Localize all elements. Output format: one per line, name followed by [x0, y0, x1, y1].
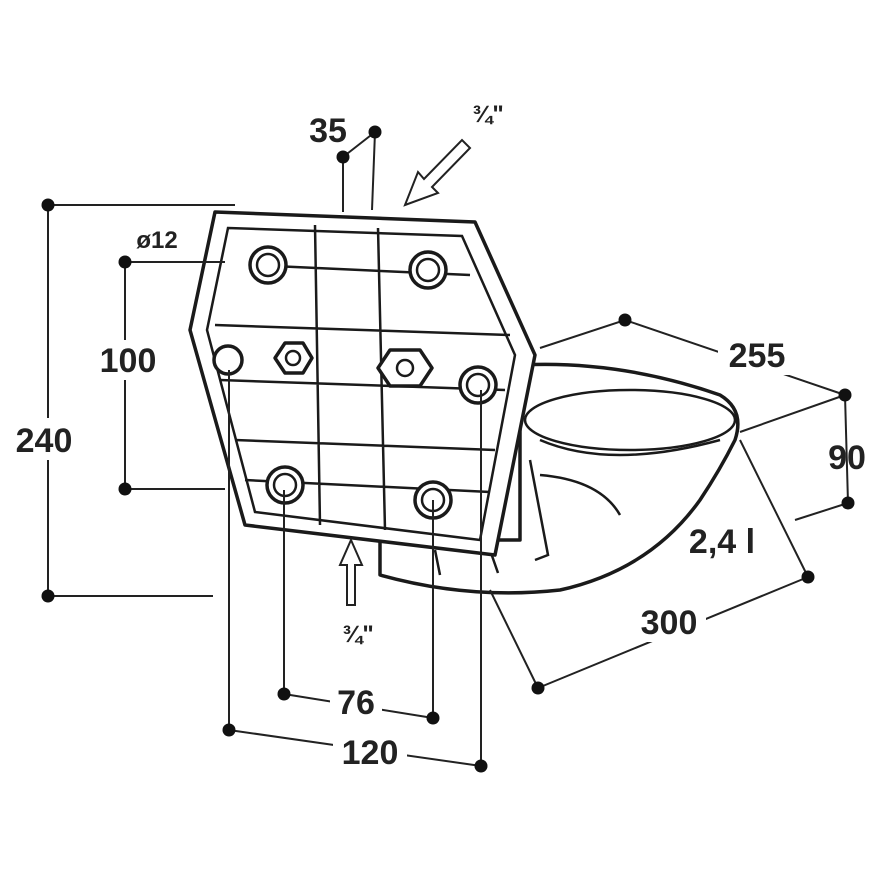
label-90: 90	[828, 439, 866, 477]
label-inlet-bottom: ¾"	[342, 621, 373, 648]
inlet-top-arrow	[403, 138, 472, 207]
label-120: 120	[342, 734, 399, 772]
water-bowl	[378, 362, 740, 595]
label-hole-diameter: ø12	[136, 227, 177, 254]
label-240: 240	[16, 422, 73, 460]
label-76: 76	[337, 684, 375, 722]
mounting-plate	[188, 210, 537, 557]
label-35: 35	[309, 112, 347, 150]
label-300: 300	[641, 604, 698, 642]
label-255: 255	[729, 337, 786, 375]
dimension-dots	[41, 125, 855, 773]
label-inlet-top: ¾"	[472, 101, 503, 128]
inlet-bottom-arrow	[338, 537, 364, 606]
label-volume: 2,4 l	[689, 523, 755, 561]
label-100: 100	[100, 342, 157, 380]
